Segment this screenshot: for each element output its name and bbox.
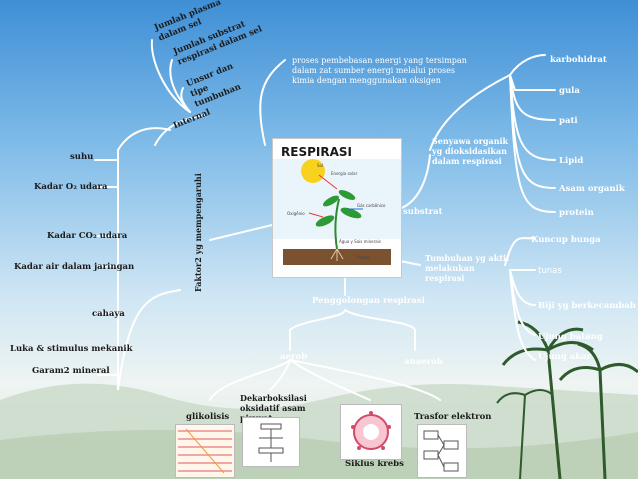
active-plant-ujung-akar: Ujung akar — [538, 352, 592, 362]
organic-compounds-label: Senyawa organik yg dioksidasikan dalam r… — [432, 136, 509, 166]
center-title: RESPIRASI — [281, 145, 352, 159]
illustration-label: Sol — [317, 163, 324, 168]
respirasi-illustration: RESPIRASI Sol Energia solar Oxigênio Gás… — [272, 138, 402, 278]
anaerob-label: anaerob — [404, 357, 443, 367]
transfer-electron-diagram — [417, 424, 467, 478]
substrat-item-gula: gula — [559, 86, 580, 96]
leaf-icon — [315, 215, 335, 227]
plant-illustration — [273, 159, 401, 265]
active-plant-ujung-batang: Ujung batang — [538, 332, 603, 342]
illustration-label: Gás carbônico — [357, 203, 386, 208]
factors-bracket — [117, 127, 181, 391]
aerob-label: aerob — [280, 352, 308, 362]
background-ground — [0, 430, 638, 479]
illustration-label: Água y Sais minerais — [339, 239, 381, 244]
external-factor-o2: Kadar O₂ udara — [34, 182, 108, 192]
factors-label: Faktor2 yg mempengaruhi — [193, 173, 203, 292]
active-plant-biji: Biji yg berkecambah — [538, 301, 636, 311]
plant-stem — [334, 198, 340, 250]
leaf-icon — [340, 207, 362, 219]
external-factor-suhu: suhu — [70, 152, 94, 162]
electron-transport-icon — [423, 430, 459, 472]
illustration-label: Energia solar — [331, 171, 358, 176]
external-factor-co2: Kadar CO₂ udara — [47, 231, 128, 241]
stage-glikolisis: glikolisis — [186, 412, 230, 422]
substrat-item-protein: protein — [559, 208, 594, 218]
krebs-diagram — [340, 404, 402, 460]
substrat-item-asam-organik: Asam organik — [559, 184, 625, 194]
stage-transfer: Trasfor elektron — [414, 412, 492, 422]
substrat-item-pati: pati — [559, 116, 578, 126]
external-factor-garam: Garam2 mineral — [32, 366, 110, 376]
illustration-label: Oxigênio — [287, 211, 305, 216]
external-factor-cahaya: cahaya — [92, 309, 125, 319]
active-plant-kuncup: Kuncup bunga — [531, 235, 601, 245]
substrat-item-lipid: Lipid — [559, 156, 584, 166]
external-factor-luka: Luka & stimulus mekanik — [10, 344, 133, 354]
external-factor-air: Kadar air dalam jaringan — [14, 262, 135, 272]
active-plants-label: Tumbuhan yg aktif melakukan respirasi — [425, 253, 510, 283]
roots — [330, 248, 344, 261]
leaf-icon — [338, 190, 356, 200]
glikolisis-diagram-icon — [176, 425, 234, 477]
glikolisis-diagram — [175, 424, 235, 478]
dekarboksilasi-diagram — [242, 417, 300, 467]
palm-tree-icon — [496, 320, 638, 479]
krebs-cycle-icon — [351, 411, 391, 450]
stage-krebs: Siklus krebs — [345, 459, 404, 469]
sun-icon — [301, 159, 325, 183]
active-plant-tunas: tunas — [538, 266, 562, 276]
leaf-icon — [323, 195, 339, 207]
substrat-item-karbohidrat: karbohidrat — [550, 55, 607, 65]
definition-text: proses pembebasan energi yang tersimpan … — [292, 56, 467, 85]
classification-label: Penggolongan respirasi — [312, 296, 425, 306]
substrat-label: substrat — [403, 207, 443, 217]
dekarboksilasi-diagram-icon — [258, 423, 284, 462]
illustration-label: Raízes — [357, 255, 370, 260]
